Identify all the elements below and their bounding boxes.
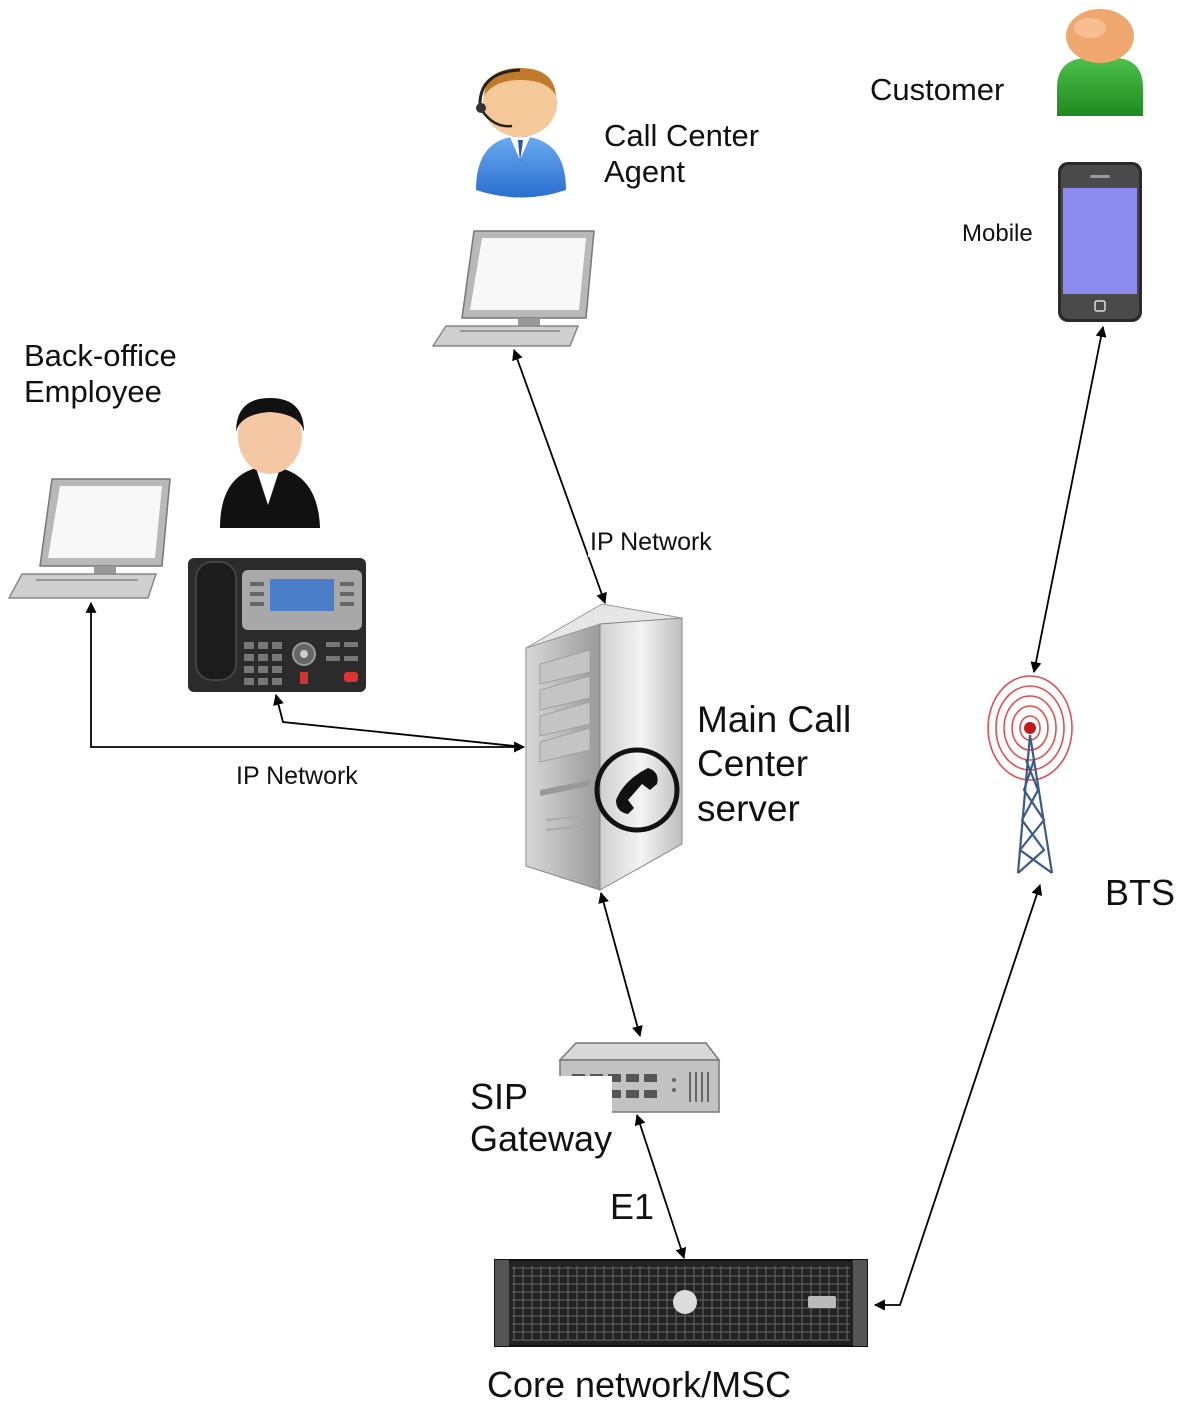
bts-tower-icon <box>987 675 1073 874</box>
ip-phone-icon <box>188 558 366 692</box>
sip-label-line-1: SIP <box>470 1076 529 1117</box>
backoffice-employee-label: Back-office Employee <box>24 338 177 409</box>
customer-label: Customer <box>870 72 1005 107</box>
link-bts-core <box>873 883 1043 1311</box>
agent-label-line-1: Call Center <box>604 118 760 153</box>
backoffice-label-line-2: Employee <box>24 373 162 409</box>
sip-gateway-label: SIP Gateway <box>470 1076 613 1161</box>
server-tower-icon <box>525 603 683 891</box>
phone-handset-icon <box>594 747 680 833</box>
link-backoffice-server <box>85 601 526 753</box>
bts-label: BTS <box>1105 872 1176 913</box>
server-label-line-1: Main Call <box>697 699 852 740</box>
connections <box>85 325 1107 1311</box>
ip-network-label-left: IP Network <box>236 762 358 790</box>
link-phone-server <box>273 693 525 748</box>
link-mobile-bts <box>1030 325 1107 674</box>
laptop-icon <box>7 478 171 599</box>
headset-agent-icon <box>476 68 566 198</box>
laptop-icon <box>431 230 595 347</box>
link-server-gateway <box>598 891 643 1038</box>
core-network-msc-label: Core network/MSC <box>487 1364 792 1405</box>
link-agent-server <box>512 348 607 605</box>
server-label-line-2: Center <box>697 743 809 785</box>
ip-network-label-top: IP Network <box>588 528 714 557</box>
sip-label-line-2: Gateway <box>470 1118 613 1160</box>
server-label-line-3: server <box>697 787 800 829</box>
mobile-label: Mobile <box>962 220 1033 247</box>
employee-person-icon <box>220 398 320 528</box>
backoffice-label-line-1: Back-office <box>24 338 177 373</box>
call-center-agent-label: Call Center Agent <box>604 118 759 189</box>
link-gateway-core <box>634 1113 687 1260</box>
agent-label-line-2: Agent <box>604 153 686 189</box>
mobile-phone-icon <box>1058 162 1142 322</box>
customer-person-icon <box>1057 9 1143 116</box>
e1-label: E1 <box>610 1186 655 1227</box>
main-call-center-server-label: Main Call Center server <box>697 698 851 831</box>
core-rack-icon <box>494 1259 868 1347</box>
